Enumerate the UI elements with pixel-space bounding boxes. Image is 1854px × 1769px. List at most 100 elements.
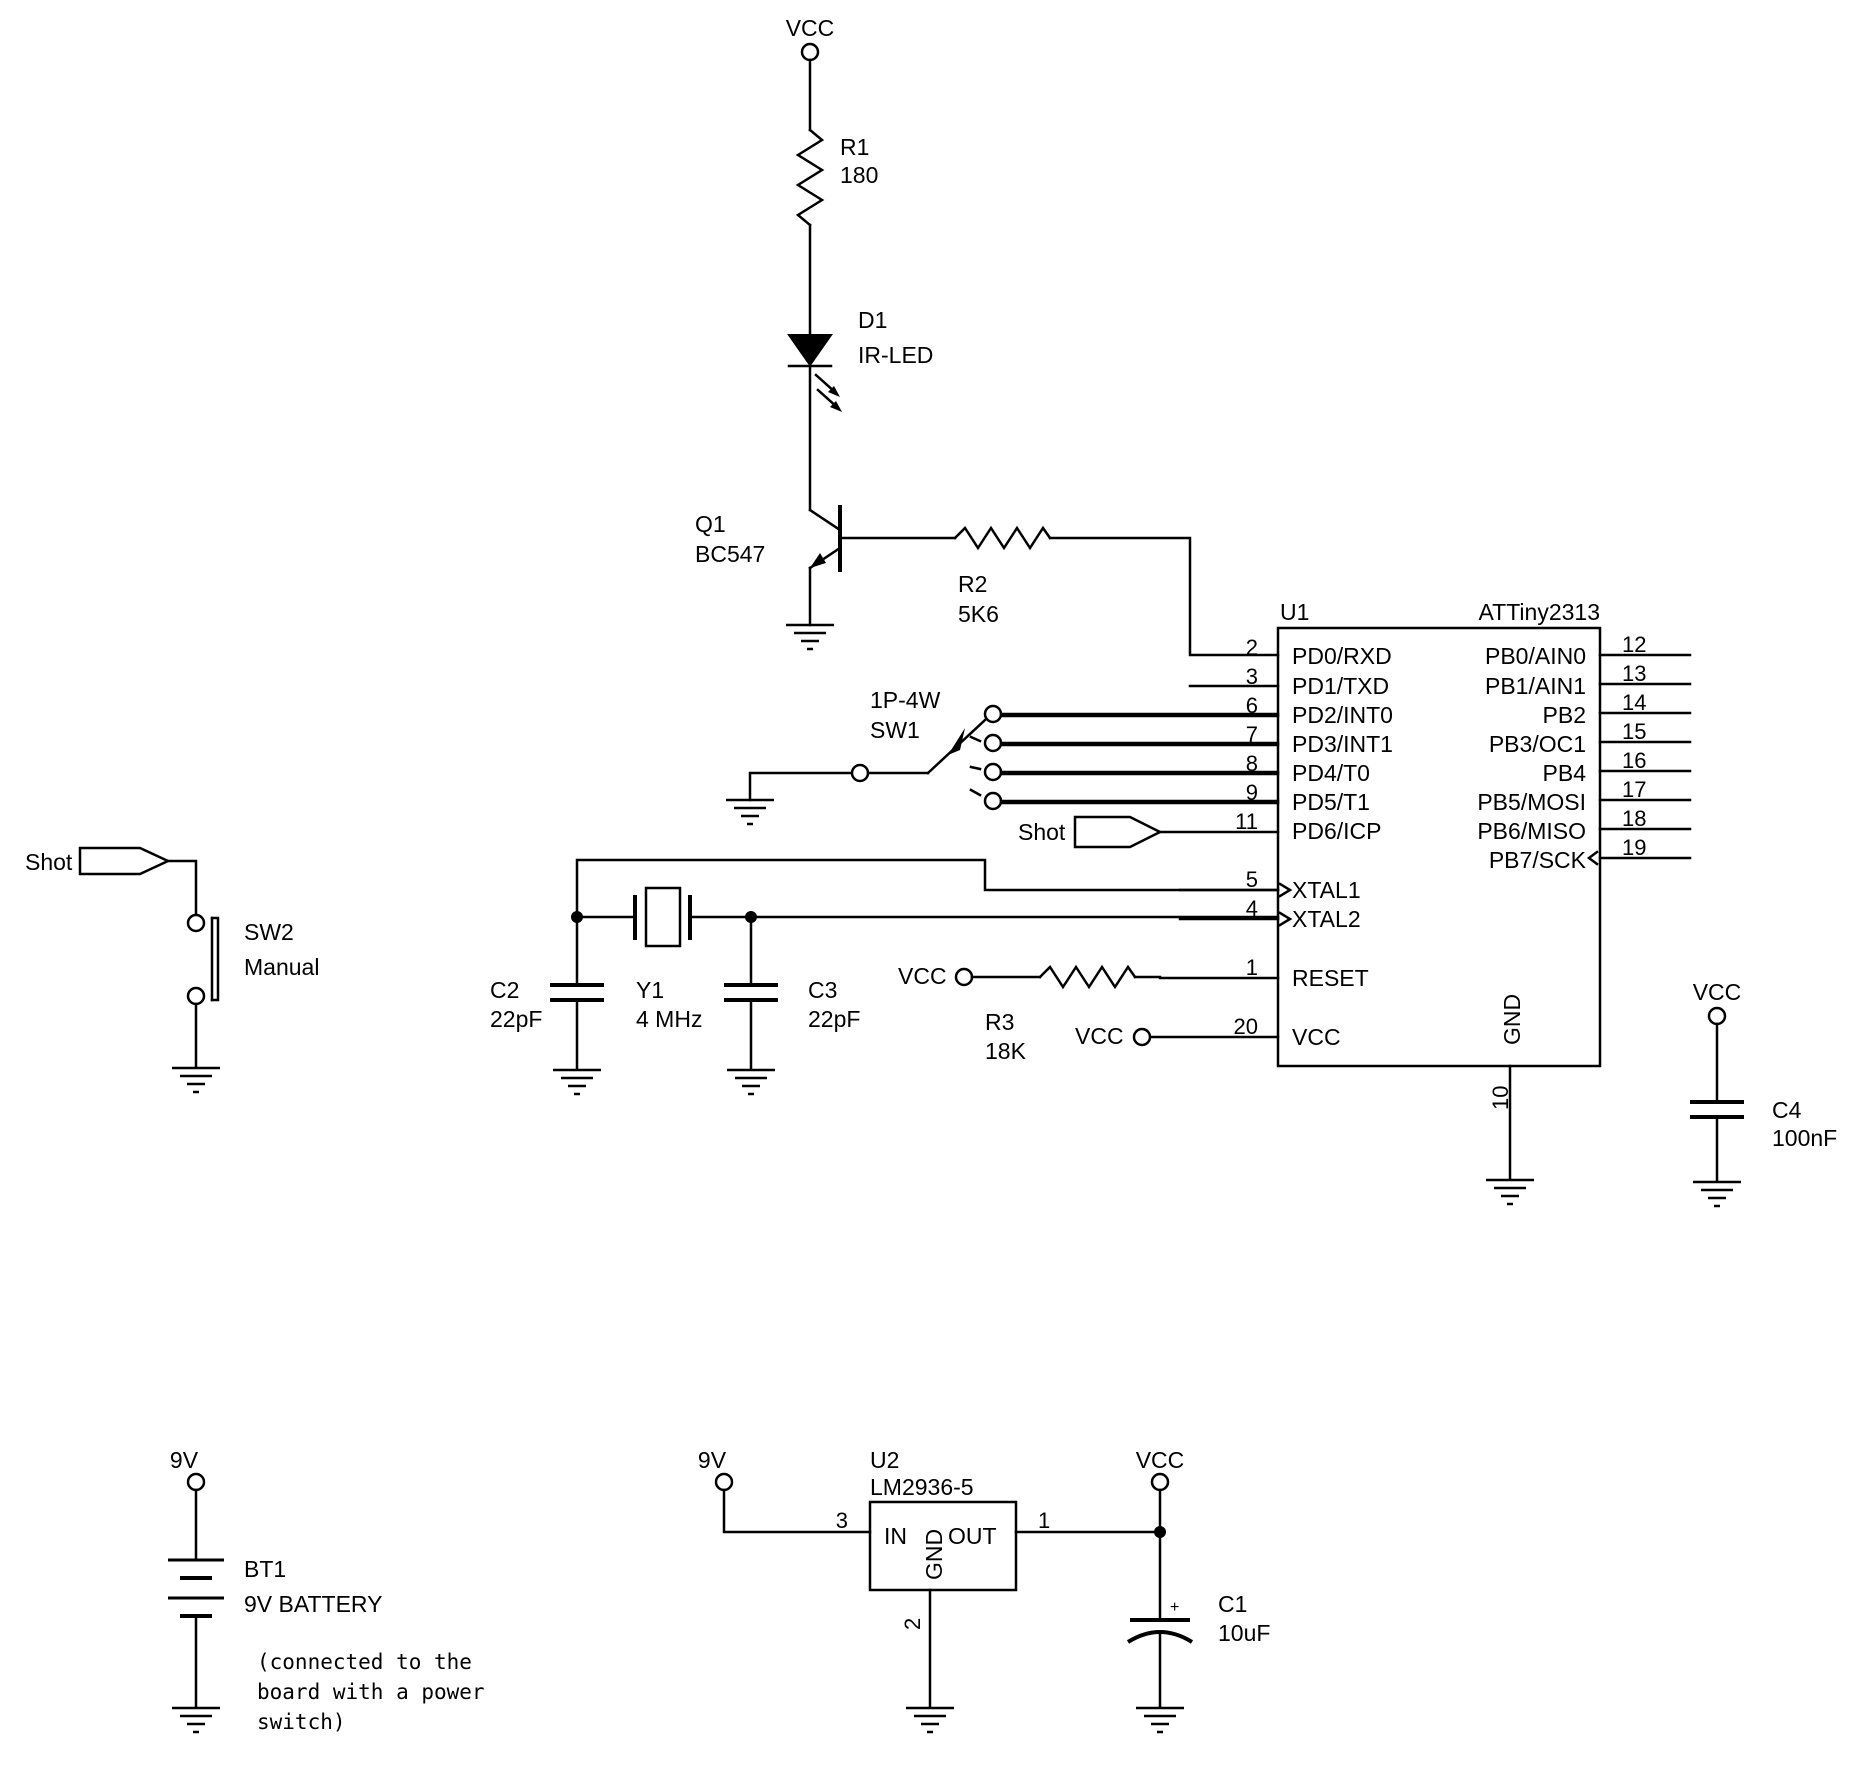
q1-value: BC547 (695, 541, 765, 567)
vcc-reset-label: VCC (898, 963, 947, 989)
c4-value: 100nF (1772, 1125, 1837, 1151)
u2-out-name: OUT (948, 1523, 997, 1549)
u1-pin-name: PB7/SCK (1489, 847, 1587, 873)
u2-in-name: IN (884, 1523, 907, 1549)
y1-ref: Y1 (636, 977, 664, 1003)
u1-pin-name: PB6/MISO (1477, 818, 1586, 844)
u1-pin-num: 12 (1622, 632, 1646, 657)
u1-pin-num: 6 (1246, 693, 1258, 718)
sw1-ref: SW1 (870, 717, 920, 743)
r1-ref: R1 (840, 134, 869, 160)
vcc-c4-label: VCC (1693, 979, 1742, 1005)
resistor-r1: R1 180 (795, 128, 878, 227)
crystal-y1: Y1 4 MHz (571, 858, 1280, 1032)
battery-note-line: (connected to the (257, 1650, 472, 1674)
u1-pin-num: 9 (1246, 780, 1258, 805)
vcc-top-label: VCC (786, 15, 835, 41)
transistor-q1: Q1 BC547 (695, 505, 842, 572)
r1-value: 180 (840, 162, 878, 188)
d1-ref: D1 (858, 307, 887, 333)
ground-symbol-c2 (551, 1068, 603, 1096)
u1-gnd-name: GND (1499, 994, 1525, 1045)
r2-value: 5K6 (958, 601, 999, 627)
capacitor-c2: C2 22pF (490, 915, 604, 1096)
c2-value: 22pF (490, 1006, 542, 1032)
u1-pin-num: 20 (1234, 1014, 1258, 1039)
battery-bt1: 9V BT1 9V BATTERY (connected to the boar… (168, 1447, 485, 1734)
u1-pin-num: 18 (1622, 806, 1646, 831)
u1-pin-name: PB0/AIN0 (1485, 643, 1586, 669)
c1-value: 10uF (1218, 1620, 1270, 1646)
u1-pin-name: RESET (1292, 965, 1369, 991)
r3-value: 18K (985, 1038, 1027, 1064)
ground-symbol-u2 (904, 1706, 956, 1734)
u1-value: ATTiny2313 (1479, 599, 1600, 625)
u1-pin-num: 14 (1622, 690, 1646, 715)
microcontroller-u1: U1 ATTiny2313 2 3 6 7 8 9 11 5 4 1 20 PD… (998, 599, 1692, 1206)
u1-pin-num: 5 (1246, 867, 1258, 892)
net-label-shot-right: Shot (1018, 815, 1163, 849)
u2-pin-num: 2 (900, 1618, 925, 1630)
u1-pin-name: PB5/MOSI (1477, 789, 1586, 815)
u1-pin-name: PD6/ICP (1292, 818, 1381, 844)
u2-value: LM2936-5 (870, 1474, 974, 1500)
vcc-pin20-label: VCC (1075, 1023, 1124, 1049)
bt1-ref: BT1 (244, 1556, 286, 1582)
u1-pin-name: PD3/INT1 (1292, 731, 1393, 757)
u1-pin-num: 3 (1246, 664, 1258, 689)
u2-ref: U2 (870, 1447, 899, 1473)
u1-pin-num: 17 (1622, 777, 1646, 802)
vcc-regulator-label: VCC (1136, 1447, 1185, 1473)
y1-value: 4 MHz (636, 1006, 702, 1032)
u1-pin-num: 15 (1622, 719, 1646, 744)
u1-pin-num: 13 (1622, 661, 1646, 686)
ground-symbol-q1 (784, 623, 836, 651)
capacitor-c3: C3 22pF (724, 915, 860, 1096)
u1-pin-name: PB1/AIN1 (1485, 673, 1586, 699)
pushbutton-sw2: Shot SW2 Manual (25, 846, 319, 1094)
u1-pin-num: 8 (1246, 751, 1258, 776)
ground-symbol-bt1 (170, 1706, 222, 1734)
u2-pin-num: 3 (836, 1508, 848, 1533)
u1-pin-name: PB3/OC1 (1489, 731, 1586, 757)
d1-value: IR-LED (858, 342, 933, 368)
q1-ref: Q1 (695, 511, 726, 537)
r2-ref: R2 (958, 571, 987, 597)
u1-pin-name: PD4/T0 (1292, 760, 1370, 786)
u1-pin-name: PD5/T1 (1292, 789, 1370, 815)
shot-right-text: Shot (1018, 819, 1066, 845)
u1-pin-name: PD0/RXD (1292, 643, 1392, 669)
u1-pin-name: PB4 (1543, 760, 1587, 786)
u2-pin-num: 1 (1038, 1508, 1050, 1533)
ground-symbol-sw1 (724, 798, 776, 826)
resistor-r2: R2 5K6 (953, 525, 1052, 627)
c3-value: 22pF (808, 1006, 860, 1032)
u1-pin-name: XTAL2 (1292, 906, 1361, 932)
u1-pin-num: 19 (1622, 835, 1646, 860)
u2-gnd-name: GND (921, 1529, 947, 1580)
capacitor-c4: VCC C4 100nF (1690, 979, 1837, 1208)
c3-ref: C3 (808, 977, 837, 1003)
u1-pin-name: PB2 (1543, 702, 1586, 728)
u1-pin-name: XTAL1 (1292, 877, 1361, 903)
c2-ref: C2 (490, 977, 519, 1003)
vcc-top-terminal: VCC (786, 15, 835, 62)
battery-note-line: switch) (257, 1710, 346, 1734)
sw2-value: Manual (244, 954, 319, 980)
u1-pin-num: 11 (1235, 809, 1258, 834)
u1-pin-num: 7 (1246, 722, 1258, 747)
ir-led-d1: D1 IR-LED (787, 307, 933, 412)
u1-pin-name: PD1/TXD (1292, 673, 1389, 699)
resistor-r3: VCC R3 18K (898, 963, 1162, 1064)
ground-symbol-c4 (1691, 1180, 1743, 1208)
sw1-value: 1P-4W (870, 687, 941, 713)
u1-gnd-num: 10 (1488, 1086, 1513, 1110)
ground-symbol-c3 (725, 1068, 777, 1096)
c4-ref: C4 (1772, 1097, 1802, 1123)
sw2-ref: SW2 (244, 919, 294, 945)
c1-ref: C1 (1218, 1591, 1247, 1617)
nine-v-regulator-label: 9V (698, 1447, 727, 1473)
capacitor-c1: VCC + C1 10uF (1126, 1447, 1270, 1734)
bt1-value: 9V BATTERY (244, 1591, 382, 1617)
